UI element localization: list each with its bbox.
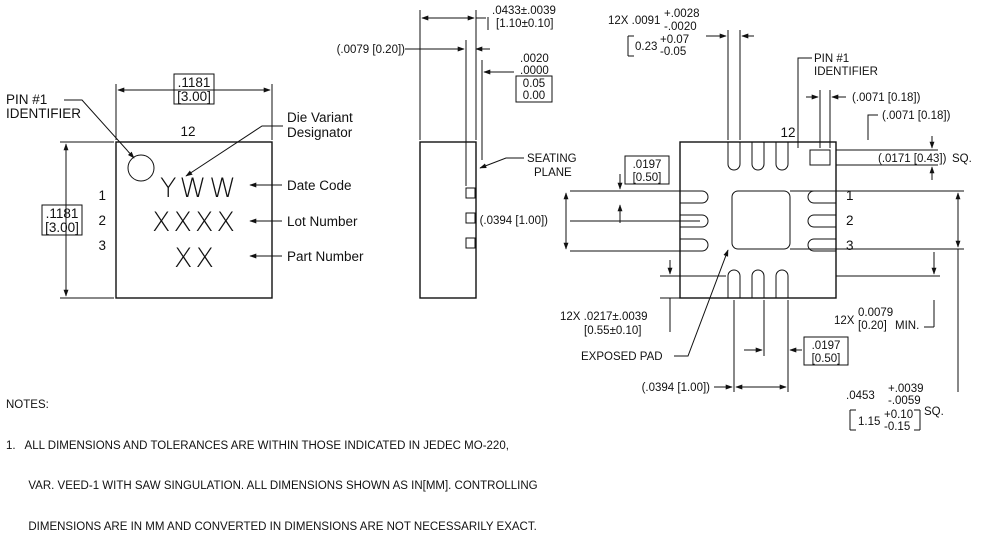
lead-width-in: 12X .0091 xyxy=(608,15,660,27)
seating-plane-leader xyxy=(479,157,524,169)
bottom-pin1-label-line2: IDENTIFIER xyxy=(814,66,878,78)
pad-size-in-tol-plus: +.0039 xyxy=(888,383,924,395)
lead-dim: (.0079 [0.20]) xyxy=(337,44,406,56)
pad-size-in: .0453 xyxy=(846,390,875,402)
package-drawing: PIN #1 IDENTIFIER .1181 [3.00] .1181 [3.… xyxy=(6,5,972,433)
pin-id-dim-2: (.0071 [0.18]) xyxy=(882,110,951,122)
pin1-label-line2: IDENTIFIER xyxy=(6,106,81,121)
pin1-label-line1: PIN #1 xyxy=(6,92,47,107)
pin-id-sq-suffix: SQ. xyxy=(952,153,972,165)
marking-date-code: YWW xyxy=(160,173,239,204)
thickness-dim-mm: [1.10±0.10] xyxy=(496,18,553,30)
exposed-pad-leader xyxy=(674,249,729,357)
date-code-label: Date Code xyxy=(287,178,352,193)
notes-line-2: VAR. VEED-1 WITH SAW SINGULATION. ALL DI… xyxy=(6,480,538,492)
pitch-dim-bottom-mm: [0.50] xyxy=(812,353,841,365)
width-dim-mm: [3.00] xyxy=(177,89,211,104)
bottom-pin-1: 1 xyxy=(846,188,854,203)
exposed-pad-label: EXPOSED PAD xyxy=(581,351,663,363)
notes-line-1: 1. ALL DIMENSIONS AND TOLERANCES ARE WIT… xyxy=(6,439,509,452)
seating-plane-line2: PLANE xyxy=(534,167,572,179)
pin1-leader xyxy=(64,99,135,159)
lead-width-mm-tol-plus: +0.07 xyxy=(660,34,689,46)
marking-lot-number: XXXX xyxy=(152,207,238,238)
bottom-pin-12: 12 xyxy=(780,125,795,140)
top-pin-1: 1 xyxy=(98,188,106,203)
die-variant-label-line2: Designator xyxy=(287,125,353,140)
bottom-pin-2: 2 xyxy=(846,213,854,228)
lead-width-in-tol-minus: -.0020 xyxy=(664,21,697,33)
top-view-body xyxy=(115,141,273,299)
bottom-view-body xyxy=(679,141,837,299)
top-pin-12: 12 xyxy=(180,124,195,139)
standoff-min-mm: 0.00 xyxy=(523,90,545,102)
die-variant-label-line1: Die Variant xyxy=(287,110,353,125)
bottom-pin1-label-line1: PIN #1 xyxy=(814,53,849,65)
min-gap-count: 12X xyxy=(834,315,855,327)
span-dim-bottom: (.0394 [1.00]) xyxy=(642,382,711,394)
pad-size-mm: 1.15 xyxy=(858,416,880,428)
notes-line-3: DIMENSIONS ARE IN mm AND CONVERTED in DI… xyxy=(6,520,537,533)
bottom-pin1-square xyxy=(809,149,831,166)
span-dim: (.0394 [1.00]) xyxy=(480,215,549,227)
height-dim-mm: [3.00] xyxy=(45,220,79,235)
pad-size-suffix: SQ. xyxy=(924,406,944,418)
lead-width-in-tol-plus: +.0028 xyxy=(664,8,700,20)
die-variant-leader xyxy=(185,125,283,177)
lot-number-label: Lot Number xyxy=(287,214,358,229)
bottom-view: 12 1 2 3 12X .0091 +.0028 -.0020 0.23 +0… xyxy=(480,8,972,433)
lead-width-mm: 0.23 xyxy=(635,41,657,53)
side-view-body xyxy=(419,141,477,299)
bottom-pin-3: 3 xyxy=(846,238,854,253)
notes-block: NOTES: 1. ALL DIMENSIONS AND TOLERANCES … xyxy=(6,372,538,548)
thickness-dim-in: .0433±.0039 xyxy=(492,5,556,17)
top-view: PIN #1 IDENTIFIER .1181 [3.00] .1181 [3.… xyxy=(6,73,364,299)
side-view: .0433±.0039 [1.10±0.10] (.0079 [0.20]) .… xyxy=(337,5,577,299)
lead-width-mm-tol-minus: -0.05 xyxy=(660,46,686,58)
pin1-dot xyxy=(127,154,155,182)
pin-id-sq-dim: (.0171 [0.43]) xyxy=(878,153,947,165)
seating-plane-line1: SEATING xyxy=(527,153,577,165)
top-pin-2: 2 xyxy=(98,213,106,228)
part-number-label: Part Number xyxy=(287,249,364,264)
standoff-max-in: .0020 xyxy=(520,53,549,65)
top-pin-3: 3 xyxy=(98,238,106,253)
pad-size-mm-tol-minus: -0.15 xyxy=(884,421,910,433)
pad-size-in-tol-minus: -.0059 xyxy=(888,395,921,407)
min-gap-in: 0.0079 xyxy=(858,307,893,319)
pitch-dim-mm: [0.50] xyxy=(633,172,662,184)
marking-part-number: XX xyxy=(174,243,217,274)
standoff-max-mm: 0.05 xyxy=(523,78,545,90)
exposed-pad xyxy=(731,190,791,250)
min-gap-mm: [0.20] xyxy=(858,320,887,332)
lead-length-mm: [0.55±0.10] xyxy=(584,325,641,337)
notes-heading: NOTES: xyxy=(6,399,49,411)
pitch-dim-bottom-in: .0197 xyxy=(812,340,841,352)
lead-length-in: 12X .0217±.0039 xyxy=(560,311,648,323)
standoff-min-in: .0000 xyxy=(520,65,549,77)
width-dim-in: .1181 xyxy=(178,75,211,90)
pad-size-mm-tol-plus: +0.10 xyxy=(884,409,913,421)
pin-id-dim-1: (.0071 [0.18]) xyxy=(852,92,921,104)
min-gap-suffix: MIN. xyxy=(895,320,919,332)
height-dim-in: .1181 xyxy=(46,206,79,221)
pitch-dim-in: .0197 xyxy=(633,159,662,171)
